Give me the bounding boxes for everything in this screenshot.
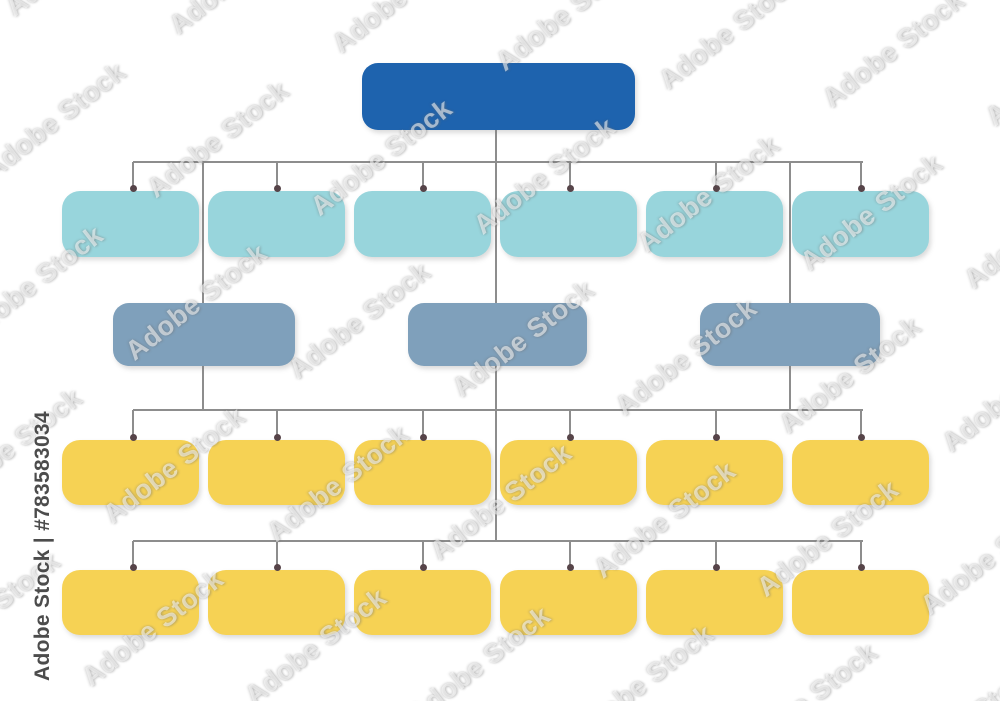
connector-dot-2-4: [566, 433, 574, 441]
flowchart-box-level5-3: [354, 570, 491, 635]
connector-dot-1-6: [857, 184, 865, 192]
flowchart-box-level3-3: [700, 303, 880, 366]
connector-drop-3-2: [276, 541, 278, 567]
connector-dot-2-5: [712, 433, 720, 441]
flowchart-box-level4-2: [208, 440, 345, 505]
connector-drop-3-5: [715, 541, 717, 567]
connector-dot-3-1: [129, 563, 137, 571]
flowchart-box-level2-1: [62, 191, 199, 257]
flowchart-box-level3-2: [408, 303, 587, 366]
flowchart-box-level4-4: [500, 440, 637, 505]
connector-vertical-3: [789, 162, 791, 410]
flowchart-box-level4-5: [646, 440, 783, 505]
connector-drop-2-1: [132, 410, 134, 437]
connector-drop-2-6: [860, 410, 862, 437]
flowchart-box-level2-5: [646, 191, 783, 257]
flowchart-box-level5-4: [500, 570, 637, 635]
connector-drop-2-4: [569, 410, 571, 437]
connector-dot-3-4: [566, 563, 574, 571]
connector-dot-1-3: [419, 184, 427, 192]
flowchart-box-level4-1: [62, 440, 199, 505]
connector-drop-3-4: [569, 541, 571, 567]
connector-dot-1-2: [273, 184, 281, 192]
connector-drop-1-2: [276, 162, 278, 188]
connector-drop-3-1: [132, 541, 134, 567]
flowchart-box-level4-6: [792, 440, 929, 505]
connector-dot-2-6: [857, 433, 865, 441]
connector-dot-1-4: [566, 184, 574, 192]
connector-dot-2-2: [273, 433, 281, 441]
connector-drop-1-4: [569, 162, 571, 188]
connector-bus-1: [133, 161, 863, 163]
flowchart-box-level5-6: [792, 570, 929, 635]
connector-drop-3-6: [860, 541, 862, 567]
connector-dot-2-1: [129, 433, 137, 441]
connector-dot-3-2: [273, 563, 281, 571]
connector-dot-3-3: [419, 563, 427, 571]
flowchart-box-level2-2: [208, 191, 345, 257]
flowchart-box-level2-4: [500, 191, 637, 257]
connector-bus-2: [133, 409, 863, 411]
connector-drop-1-5: [715, 162, 717, 188]
connector-dot-1-5: [712, 184, 720, 192]
connector-dot-3-5: [712, 563, 720, 571]
connector-drop-2-3: [422, 410, 424, 437]
connector-drop-1-3: [422, 162, 424, 188]
flowchart-box-level2-3: [354, 191, 491, 257]
connector-vertical-2: [202, 162, 204, 410]
connector-bus-3: [133, 540, 863, 542]
flowchart-box-level3-1: [113, 303, 295, 366]
flowchart-box-level4-3: [354, 440, 491, 505]
connector-drop-2-2: [276, 410, 278, 437]
flowchart-box-level5-5: [646, 570, 783, 635]
connector-drop-2-5: [715, 410, 717, 437]
connector-dot-2-3: [419, 433, 427, 441]
flowchart-box-level1-1: [362, 63, 635, 130]
connector-dot-3-6: [857, 563, 865, 571]
connector-drop-3-3: [422, 541, 424, 567]
flowchart-box-level2-6: [792, 191, 929, 257]
flowchart-box-level5-2: [208, 570, 345, 635]
connector-drop-1-6: [860, 162, 862, 188]
flowchart-box-level5-1: [62, 570, 199, 635]
connector-dot-1-1: [129, 184, 137, 192]
connector-drop-1-1: [132, 162, 134, 188]
